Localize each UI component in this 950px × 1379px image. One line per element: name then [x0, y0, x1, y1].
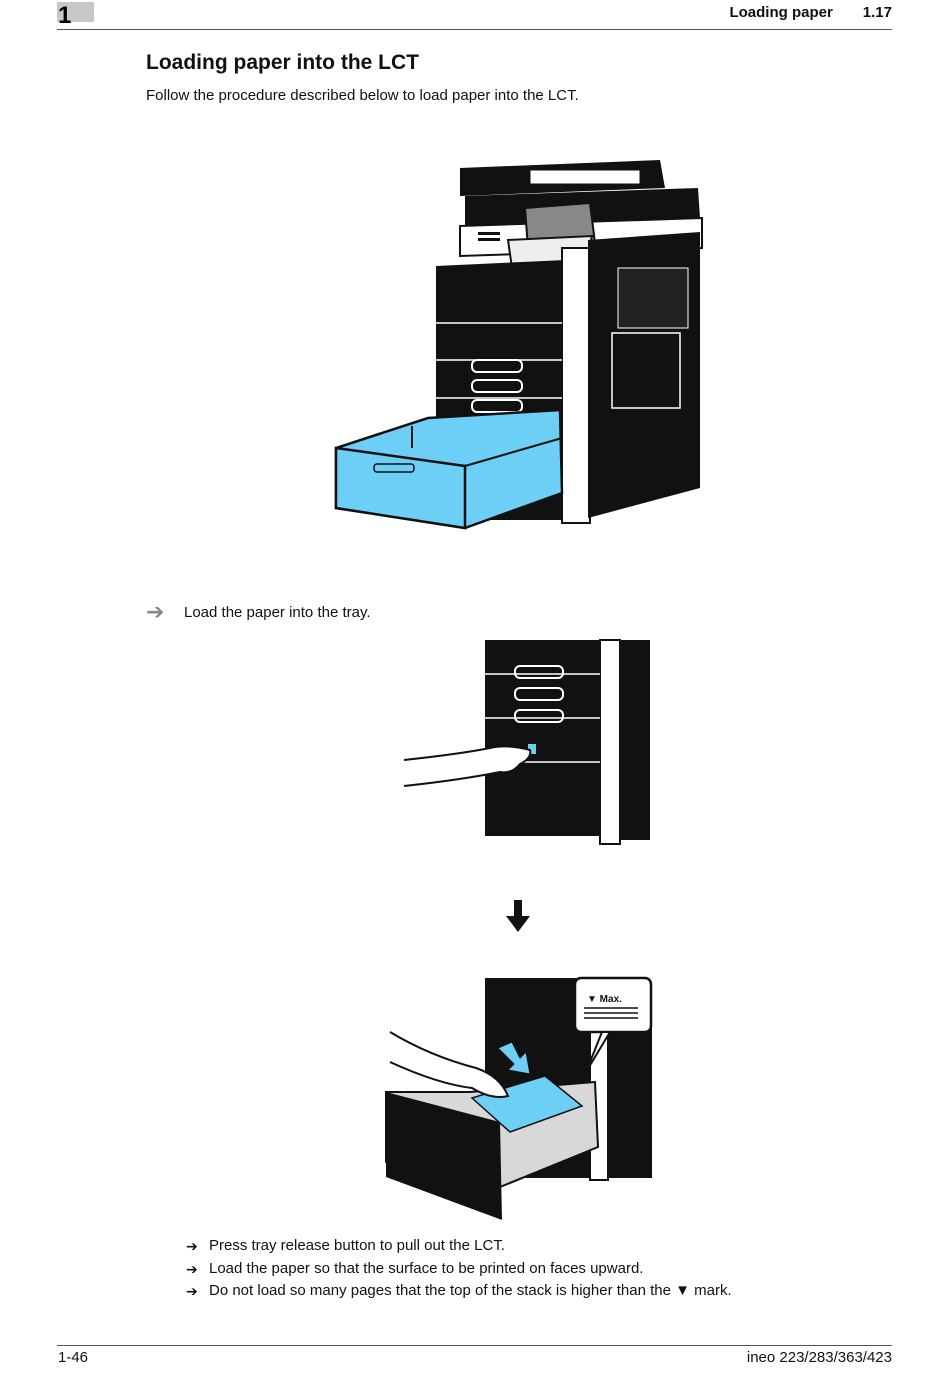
arrow-down-icon — [506, 900, 530, 932]
page-number: 1-46 — [58, 1349, 89, 1366]
intro-text: Follow the procedure described below to … — [146, 87, 579, 104]
notes-list: ➔ Press tray release button to pull out … — [186, 1235, 732, 1303]
product-name: ineo 223/283/363/423 — [746, 1349, 892, 1366]
list-item: ➔ Load the paper so that the surface to … — [186, 1258, 732, 1281]
section-number: 1.17 — [862, 4, 892, 21]
list-item: ➔ Do not load so many pages that the top… — [186, 1280, 732, 1303]
running-header: Loading paper 1.17 — [729, 4, 892, 21]
note-text: Do not load so many pages that the top o… — [209, 1282, 732, 1299]
load-paper-illustration — [385, 976, 653, 1220]
max-mark-label: ▼ Max. — [587, 994, 622, 1005]
page-title: Loading paper into the LCT — [146, 51, 419, 74]
footer-divider — [57, 1345, 892, 1346]
chapter-number: 1 — [58, 2, 72, 29]
list-item: ➔ Press tray release button to pull out … — [186, 1235, 732, 1258]
note-text: Press tray release button to pull out th… — [209, 1237, 505, 1254]
note-text: Load the paper so that the surface to be… — [209, 1259, 644, 1277]
note-arrow-icon: ➔ — [186, 1260, 198, 1277]
step-text: Load the paper into the tray. — [184, 603, 371, 621]
header-divider — [57, 29, 892, 30]
press-release-button-illustration — [403, 639, 650, 845]
note-arrow-icon: ➔ — [186, 1238, 198, 1254]
chapter-tab — [57, 2, 94, 22]
step-load-paper: ➔ Load the paper into the tray. — [146, 599, 371, 624]
section-title: Loading paper — [729, 4, 833, 21]
mfp-with-open-lct-illustration — [334, 160, 703, 530]
arrow-right-icon: ➔ — [146, 599, 165, 624]
note-arrow-icon: ➔ — [186, 1283, 198, 1299]
